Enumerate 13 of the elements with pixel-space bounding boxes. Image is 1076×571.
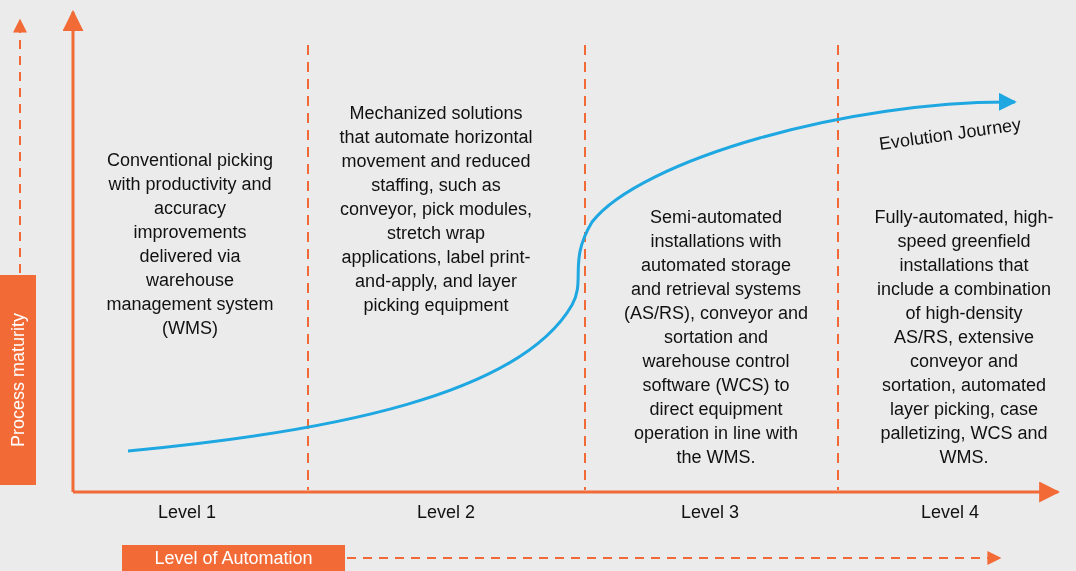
dashed-arrow xyxy=(346,551,1002,565)
description-text: Fully-automated, high-speed greenfield installations that include a combination of high-density AS/RS, extensive conveyor and sortation, automated layer picking, case palletizing, WCS and WMS. xyxy=(874,206,1054,469)
axis-tick-label: Level 1 xyxy=(156,501,217,524)
curve-label: Evolution Journey xyxy=(876,113,1024,156)
axis-tick-label: Level 2 xyxy=(415,501,476,524)
description-text: Conventional picking with productivity and accuracy improvements delivered via warehouse management system (WMS) xyxy=(105,149,275,340)
axis-tick-label: Level 3 xyxy=(679,501,740,524)
axis-tick-label: Level 4 xyxy=(919,501,980,524)
description-text: Mechanized solutions that automate horizontal movement and reduced staffing, such as conveyor, pick modules, stretch wrap applications, label print-and-apply, and layer picking equipment xyxy=(338,102,534,317)
axis-title-tag: Process maturity xyxy=(0,275,36,485)
dashed-arrow xyxy=(13,18,27,274)
axis-title-tag: Level of Automation xyxy=(122,545,345,571)
description-text: Semi-automated installations with automated storage and retrieval systems (AS/RS), conveyor and sortation and warehouse control software (WCS) to direct equipment operation in line with the WMS. xyxy=(623,206,809,469)
